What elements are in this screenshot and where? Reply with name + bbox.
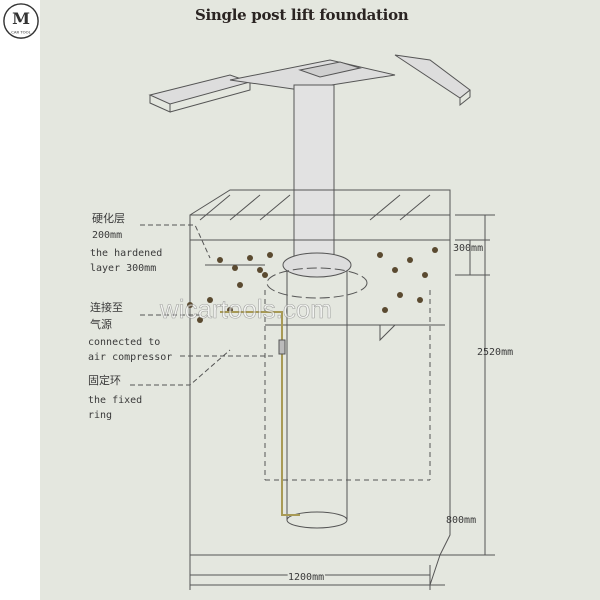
label-hardened-en-2: layer 300mm <box>90 263 156 274</box>
logo-letter: M <box>12 9 30 28</box>
lift-arms <box>148 54 471 113</box>
logo-subtext: CAR TOOL <box>11 29 31 34</box>
air-line <box>220 311 300 516</box>
dim-depth: 800mm <box>446 515 476 526</box>
label-ring-en-1: the fixed <box>88 395 142 406</box>
base-plate <box>282 252 352 278</box>
post-sleeve <box>286 270 348 520</box>
label-hardened-cn-size: 200mm <box>92 230 122 241</box>
label-ring-en-2: ring <box>88 410 112 421</box>
label-air-cn-1: 连接至 <box>90 301 123 314</box>
diagram-title: Single post lift foundation <box>195 6 409 24</box>
dim-width: 1200mm <box>288 572 324 583</box>
label-hardened-cn: 硬化层 <box>92 211 125 225</box>
watermark: wicartools.com <box>159 294 332 324</box>
label-air-en-2: air compressor <box>88 352 172 363</box>
dim-top-depth: 300mm <box>453 243 483 254</box>
label-air-en-1: connected to <box>88 337 160 348</box>
label-air-cn-2: 气源 <box>90 317 112 331</box>
lift-post <box>293 84 335 261</box>
label-ring-cn: 固定环 <box>88 373 121 387</box>
label-hardened-en-1: the hardened <box>90 248 162 259</box>
fixed-ring <box>278 339 286 355</box>
dim-height: 2520mm <box>477 347 513 358</box>
brand-logo: M CAR TOOL <box>3 3 39 39</box>
